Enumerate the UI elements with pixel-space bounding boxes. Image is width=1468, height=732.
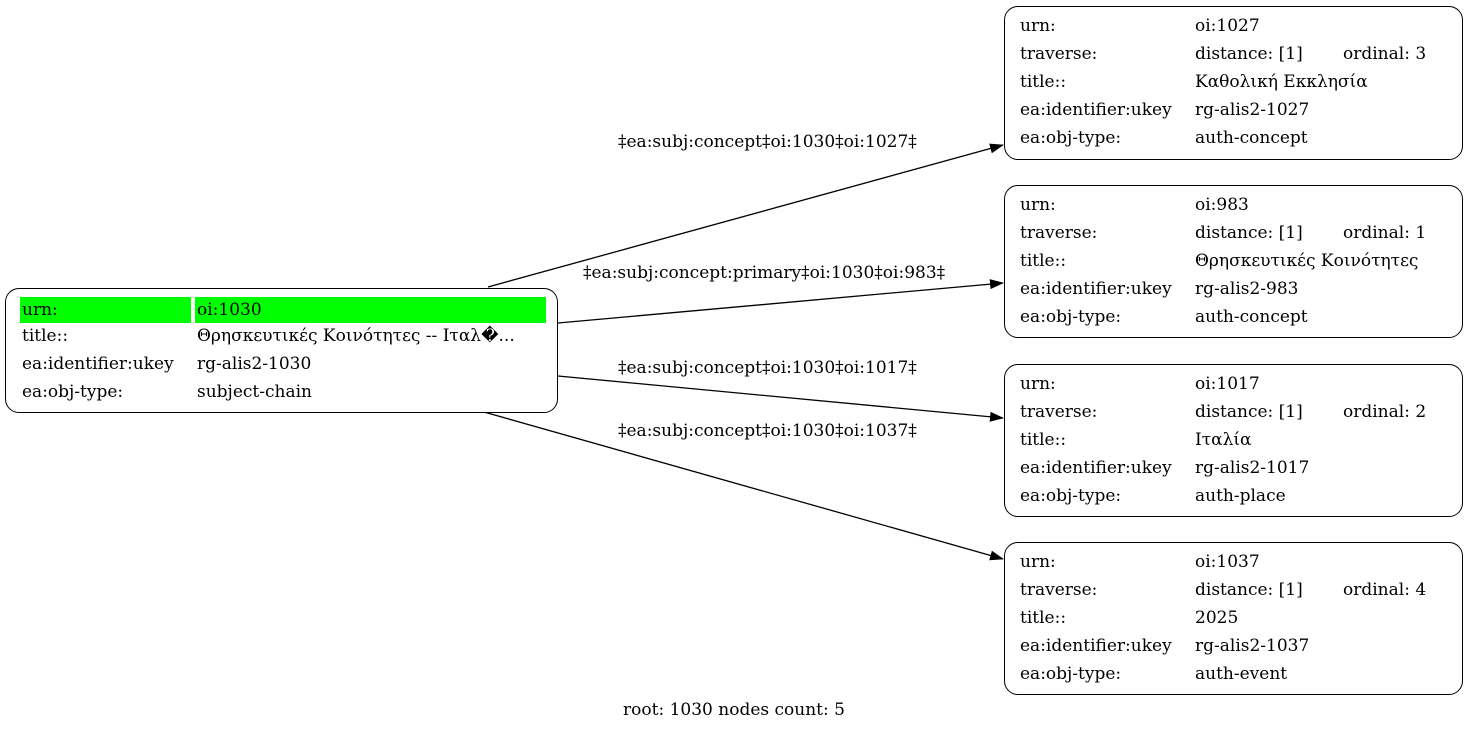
edge-label-1037: ‡ea:subj:concept‡oi:1030‡oi:1037‡: [618, 421, 917, 441]
root-node[interactable]: urn: oi:1030 title:: Θρησκευτικές Κοινότ…: [5, 288, 558, 413]
urn-value: oi:1017: [1195, 374, 1260, 394]
distance-value: distance: [1]: [1195, 44, 1303, 64]
urn-key: urn:: [1020, 16, 1056, 36]
title-key: title::: [1020, 430, 1067, 450]
ukey-value: rg-alis2-1017: [1195, 458, 1310, 478]
root-ukey-value: rg-alis2-1030: [197, 354, 312, 374]
urn-value: oi:1027: [1195, 16, 1260, 36]
ordinal-value: ordinal: 4: [1343, 580, 1427, 600]
ukey-key: ea:identifier:ukey: [1020, 100, 1172, 120]
node-1017[interactable]: urn: oi:1017 traverse: distance: [1] ordina…: [1004, 364, 1463, 517]
title-key: title::: [1020, 608, 1067, 628]
node-1037[interactable]: urn: oi:1037 traverse: distance: [1] ordina…: [1004, 542, 1463, 695]
ordinal-value: ordinal: 3: [1343, 44, 1427, 64]
objtype-value: auth-event: [1195, 664, 1288, 684]
traverse-key: traverse:: [1020, 402, 1098, 422]
edge-1037: [483, 411, 1004, 561]
distance-value: distance: [1]: [1195, 223, 1303, 243]
ukey-value: rg-alis2-1027: [1195, 100, 1310, 120]
objtype-value: auth-concept: [1195, 307, 1308, 327]
urn-key: urn:: [1020, 195, 1056, 215]
objtype-key: ea:obj-type:: [1020, 307, 1122, 327]
edge-1017: [557, 375, 1004, 422]
ukey-key: ea:identifier:ukey: [1020, 458, 1172, 478]
ukey-value: rg-alis2-983: [1195, 279, 1299, 299]
graph-footer: root: 1030 nodes count: 5: [623, 700, 845, 720]
objtype-value: auth-concept: [1195, 128, 1308, 148]
title-value: 2025: [1195, 608, 1239, 628]
node-983[interactable]: urn: oi:983 traverse: distance: [1] ordinal…: [1004, 185, 1463, 338]
ukey-key: ea:identifier:ukey: [1020, 636, 1172, 656]
edge-label-1017: ‡ea:subj:concept‡oi:1030‡oi:1017‡: [618, 358, 917, 378]
traverse-key: traverse:: [1020, 44, 1098, 64]
edge-1027: [487, 143, 1004, 288]
traverse-key: traverse:: [1020, 223, 1098, 243]
title-value: Ιταλία: [1195, 430, 1252, 450]
edge-label-983: ‡ea:subj:concept:primary‡oi:1030‡oi:983‡: [583, 263, 946, 283]
root-urn-key: urn:: [20, 297, 191, 323]
traverse-key: traverse:: [1020, 580, 1098, 600]
edge-983: [557, 279, 1004, 324]
ukey-key: ea:identifier:ukey: [1020, 279, 1172, 299]
urn-key: urn:: [1020, 374, 1056, 394]
root-ukey-key: ea:identifier:ukey: [22, 354, 174, 374]
urn-key: urn:: [1020, 552, 1056, 572]
root-objtype-value: subject-chain: [197, 382, 312, 402]
title-value: Καθολική Εκκλησία: [1195, 72, 1368, 92]
urn-value: oi:1037: [1195, 552, 1260, 572]
root-urn-value: oi:1030: [195, 297, 546, 323]
title-key: title::: [1020, 251, 1067, 271]
root-objtype-key: ea:obj-type:: [22, 382, 124, 402]
node-1027[interactable]: urn: oi:1027 traverse: distance: [1] ordina…: [1004, 6, 1463, 160]
objtype-value: auth-place: [1195, 486, 1286, 506]
title-value: Θρησκευτικές Κοινότητες: [1195, 251, 1419, 271]
objtype-key: ea:obj-type:: [1020, 486, 1122, 506]
objtype-key: ea:obj-type:: [1020, 128, 1122, 148]
objtype-key: ea:obj-type:: [1020, 664, 1122, 684]
distance-value: distance: [1]: [1195, 580, 1303, 600]
title-key: title::: [1020, 72, 1067, 92]
distance-value: distance: [1]: [1195, 402, 1303, 422]
ukey-value: rg-alis2-1037: [1195, 636, 1310, 656]
urn-value: oi:983: [1195, 195, 1249, 215]
ordinal-value: ordinal: 2: [1343, 402, 1427, 422]
ordinal-value: ordinal: 1: [1343, 223, 1427, 243]
root-title-value: Θρησκευτικές Κοινότητες -- Ιταλ�...: [197, 326, 515, 346]
root-row-urn: urn: oi:1030: [20, 297, 546, 323]
root-title-key: title::: [22, 326, 69, 346]
edge-label-1027: ‡ea:subj:concept‡oi:1030‡oi:1027‡: [618, 132, 917, 152]
